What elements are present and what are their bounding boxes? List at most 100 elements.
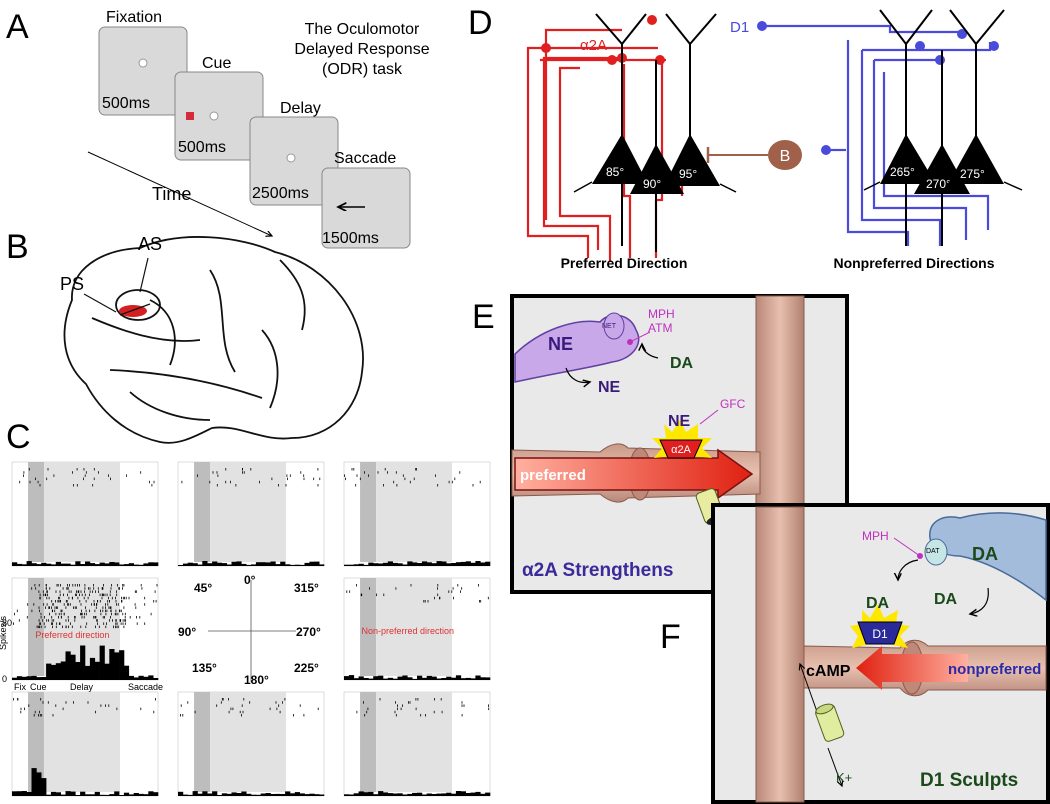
psth-bar [421, 561, 428, 566]
spike-tick [98, 625, 100, 629]
odr-title-line1: The Oculomotor [305, 21, 420, 38]
spike-tick [55, 625, 57, 629]
screen-duration-delay: 2500ms [252, 185, 309, 202]
spike-tick [364, 471, 365, 474]
spike-tick [17, 698, 18, 701]
spike-tick [55, 612, 57, 616]
spike-tick [45, 593, 47, 597]
psth-bar [119, 650, 125, 680]
spike-tick [48, 619, 49, 622]
reuptake-arrow [898, 559, 919, 580]
spike-tick [13, 698, 14, 701]
screen-name-cue: Cue [202, 55, 231, 72]
spike-tick [114, 612, 116, 616]
spike-tick [73, 484, 74, 487]
psth-bar [270, 794, 276, 796]
spike-tick [461, 701, 463, 704]
spike-tick [47, 701, 49, 704]
spike-tick [65, 701, 67, 704]
spike-tick [85, 606, 86, 609]
spike-tick [303, 477, 305, 481]
psth-bar [280, 794, 286, 796]
spike-tick [38, 625, 40, 629]
spike-tick [72, 471, 73, 474]
spike-tick [287, 477, 288, 481]
spike-tick [98, 471, 99, 474]
psth-bar [85, 561, 91, 566]
panel-f-caption: D1 Sculpts [920, 770, 1018, 791]
spike-tick [110, 587, 112, 590]
spike-tick [478, 584, 479, 587]
brain-sulcus [91, 317, 201, 342]
spike-tick [395, 714, 397, 717]
psth-bar [470, 562, 476, 566]
psth-bar [412, 678, 418, 680]
psth-bar [89, 657, 96, 680]
panel-label-a: A [6, 8, 29, 46]
psth-bar [60, 563, 66, 566]
psth-bar [255, 562, 262, 566]
spike-tick [91, 603, 92, 606]
spike-tick [129, 616, 131, 619]
psth-bar [231, 561, 237, 566]
psth-bar [192, 563, 198, 566]
spike-tick [416, 468, 417, 471]
spike-tick [230, 480, 231, 484]
psth-bar [12, 677, 18, 680]
spike-tick [212, 471, 214, 474]
psth-bar [80, 791, 86, 796]
spike-tick [45, 606, 46, 609]
spike-tick [111, 584, 112, 587]
spike-tick [367, 707, 369, 711]
psth-bar [16, 791, 23, 796]
spike-tick [84, 584, 86, 587]
spike-tick [242, 468, 243, 471]
spike-tick [96, 603, 98, 606]
psth-bar [480, 562, 486, 566]
spike-tick [59, 593, 61, 597]
psth-bar [255, 794, 262, 796]
spike-tick [345, 477, 346, 481]
pyramidal-neuron: 265° [863, 9, 936, 246]
spike-tick [97, 587, 99, 590]
d1-synapse-dot [757, 21, 767, 31]
epoch-label: Delay [70, 682, 94, 692]
psth-bar [143, 794, 149, 796]
spike-tick [71, 625, 73, 629]
spike-tick [413, 477, 415, 481]
spike-tick [74, 584, 76, 587]
drug-label-atm: ATM [648, 321, 672, 335]
spike-tick [51, 616, 53, 619]
direction-label: 90° [178, 625, 196, 639]
spike-tick [124, 612, 126, 616]
spike-tick [23, 471, 25, 474]
spike-tick [93, 584, 94, 587]
cue-epoch-shade [194, 462, 211, 562]
spike-tick [38, 714, 39, 717]
net-transporter [603, 312, 625, 340]
spike-tick [115, 609, 117, 613]
spike-tick [228, 698, 229, 701]
psth-bar [387, 677, 393, 680]
psth-bar [241, 791, 247, 796]
fixation-point [138, 58, 148, 68]
spike-tick [46, 596, 48, 600]
da-label: DA [670, 355, 694, 372]
spike-tick [103, 622, 105, 625]
spike-tick [344, 474, 345, 477]
screen-name-saccade: Saccade [334, 150, 396, 167]
psth-bar [50, 664, 57, 680]
spike-tick [87, 596, 89, 600]
psth-bar [470, 792, 476, 796]
gfc-pointer [699, 409, 719, 425]
spike-tick [230, 707, 232, 711]
psth-bar [246, 564, 252, 566]
spike-tick [115, 612, 117, 616]
spike-tick [275, 701, 277, 704]
spike-tick [105, 603, 106, 606]
spike-tick [303, 714, 305, 717]
psth-bar [133, 564, 139, 566]
psth-bar [138, 793, 144, 796]
spike-tick [241, 714, 242, 717]
spike-tick [67, 593, 68, 597]
